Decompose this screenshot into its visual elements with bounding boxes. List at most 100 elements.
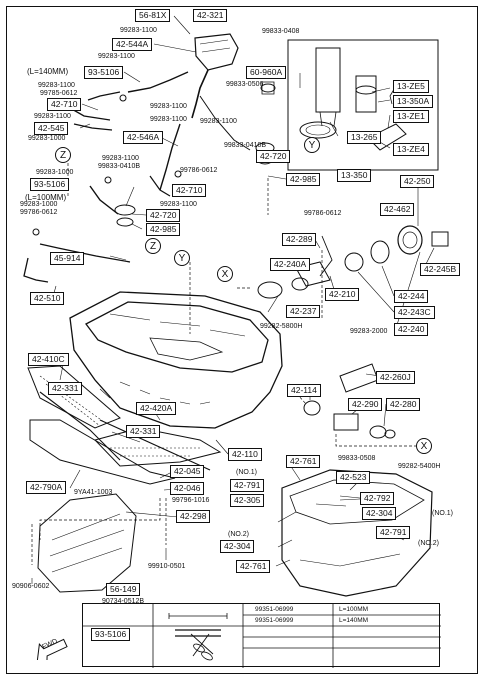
- part-label: 42-331: [126, 425, 161, 438]
- hardware-code: 90906-0602: [12, 583, 50, 590]
- part-label: 42-298: [176, 510, 211, 523]
- part-label: 60-960A: [246, 66, 287, 79]
- fittings: [32, 81, 276, 236]
- part-label: 42-237: [286, 305, 321, 318]
- part-label: 42-045: [170, 465, 205, 478]
- legend-grid: [83, 604, 441, 668]
- tank-straps: [39, 391, 211, 471]
- part-label: 42-710: [47, 98, 82, 111]
- part-label: 42-545: [34, 122, 69, 135]
- part-label: 13-ZE5: [393, 80, 429, 93]
- hardware-code: 99283-1100: [120, 27, 157, 34]
- legend-part-label: 93-5106: [91, 628, 131, 641]
- hose-length-legend: 93-5106 99351-06999 L=100MM 99351-06999 …: [82, 603, 441, 668]
- callout-y: Y: [174, 250, 190, 266]
- hardware-code: 99786-0612: [20, 209, 58, 216]
- part-label: 42-304: [220, 540, 255, 553]
- part-label: 42-240A: [270, 258, 311, 271]
- part-label: 42-761: [236, 560, 271, 573]
- part-label: 42-243C: [394, 306, 435, 319]
- part-label: 42-260J: [376, 371, 415, 384]
- variant-note: (NO.1): [432, 510, 453, 517]
- part-label: 45-914: [50, 252, 85, 265]
- part-label: 42-244: [394, 290, 429, 303]
- variant-note: (NO.2): [228, 531, 249, 538]
- part-label: 13-ZE1: [393, 110, 429, 123]
- part-label: 42-046: [170, 482, 205, 495]
- part-label: 42-245B: [420, 263, 461, 276]
- hardware-code: 99910-0501: [148, 563, 186, 570]
- part-label: 42-791: [376, 526, 411, 539]
- part-label: 42-331: [48, 382, 83, 395]
- forward-arrow-icon: FWD: [30, 636, 70, 664]
- hardware-code: 99786-0612: [304, 210, 342, 217]
- part-label: 42-761: [286, 455, 321, 468]
- length-note: (L=100MM): [25, 193, 67, 202]
- part-label: 42-544A: [112, 38, 153, 51]
- part-label: 42-290: [348, 398, 383, 411]
- part-label: 42-305: [230, 494, 265, 507]
- hardware-code: 99833-0410B: [224, 142, 267, 149]
- part-label: 42-410C: [28, 353, 69, 366]
- hardware-code: 99283-1100: [98, 53, 135, 60]
- part-label: 42-710: [172, 184, 207, 197]
- variant-note: (NO.1): [236, 469, 257, 476]
- hardware-code: 99283-1000: [28, 135, 66, 142]
- part-label: 42-510: [30, 292, 65, 305]
- part-label: 13-ZE4: [393, 143, 429, 156]
- part-label: 42-110: [228, 448, 262, 461]
- part-label: 42-114: [287, 384, 321, 397]
- part-label: 42-792: [360, 492, 395, 505]
- hardware-code: 99283-1000: [36, 169, 74, 176]
- part-label: 42-720: [146, 209, 181, 222]
- hardware-code: 99833-0408: [262, 28, 300, 35]
- part-label: 42-985: [286, 173, 321, 186]
- hardware-code: 99833-0508: [338, 455, 376, 462]
- fuel-tank: [69, 291, 283, 429]
- hardware-code: 99283-2000: [350, 328, 388, 335]
- part-label: 42-720: [256, 150, 291, 163]
- part-label: 42-523: [336, 471, 371, 484]
- part-label: 42-462: [380, 203, 415, 216]
- hardware-code: 99786-0612: [180, 167, 218, 174]
- part-label: 42-546A: [123, 131, 164, 144]
- part-label: 13-350: [337, 169, 372, 182]
- part-label: 42-985: [146, 223, 181, 236]
- legend-length: L=100MM: [339, 606, 369, 613]
- lower-insulator: [37, 493, 137, 593]
- callout-x: X: [416, 438, 432, 454]
- hardware-code: 90734-0512B: [102, 598, 145, 605]
- hardware-code: 99282-5400H: [398, 463, 441, 470]
- filler-pipe: [87, 33, 251, 191]
- hardware-code: 99282-5800H: [260, 323, 303, 330]
- part-label: 42-420A: [136, 402, 177, 415]
- legend-code: 99351-06999: [255, 617, 294, 624]
- callout-y: Y: [304, 137, 320, 153]
- part-label: 13-265: [347, 131, 382, 144]
- filler-cap-assembly: [257, 225, 449, 299]
- diagram-frame: [6, 6, 478, 674]
- callout-z: Z: [145, 238, 161, 254]
- hardware-code: 99833-0506: [226, 81, 264, 88]
- callout-z: Z: [55, 147, 71, 163]
- part-label: 42-321: [193, 9, 228, 22]
- part-label: 13-350A: [393, 95, 434, 108]
- part-label: 42-280: [386, 398, 421, 411]
- hardware-code: 99283-1100: [150, 116, 187, 123]
- part-label: 56-81X: [135, 9, 171, 22]
- part-label: 56-149: [106, 583, 141, 596]
- legend-code: 99351-06999: [255, 606, 294, 613]
- hardware-code: 9YA41-1003: [74, 489, 113, 496]
- length-note: (L=140MM): [27, 67, 69, 76]
- part-label: 42-210: [325, 288, 360, 301]
- part-label: 42-289: [282, 233, 317, 246]
- hardware-code: 99833-0410B: [98, 163, 141, 170]
- part-label: 93-5106: [84, 66, 124, 79]
- hardware-code: 99283-1100: [38, 82, 75, 89]
- hardware-code: 99283-1100: [34, 113, 71, 120]
- part-label: 93-5106: [30, 178, 70, 191]
- part-label: 42-250: [400, 175, 435, 188]
- hardware-code: 99283-1100: [200, 118, 237, 125]
- part-label: 42-240: [394, 323, 429, 336]
- part-label: 42-791: [230, 479, 265, 492]
